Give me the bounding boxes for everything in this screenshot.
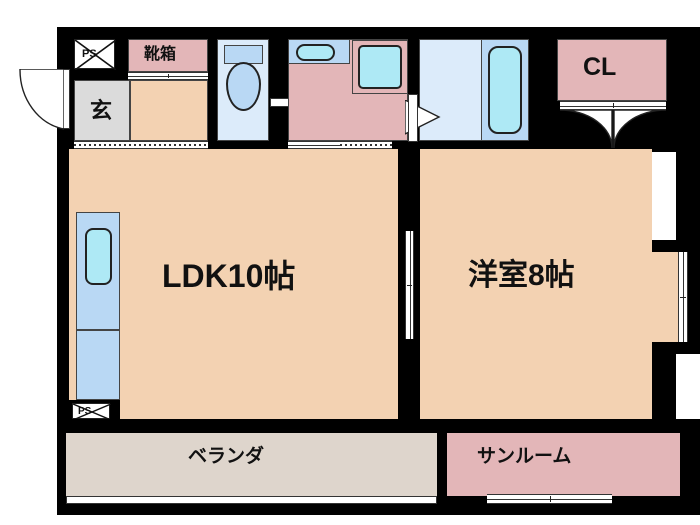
veranda-railing [66, 496, 437, 504]
wash-basin [296, 44, 335, 61]
wall-left-door-jamb [57, 129, 69, 419]
shoe-cabinet-opening [128, 72, 208, 80]
closet-door-header[interactable] [560, 101, 666, 110]
bath-tub [488, 46, 522, 134]
shoe-cabinet [128, 39, 208, 72]
pipe-shaft-top-label: PS [82, 48, 97, 60]
veranda [66, 433, 437, 496]
toilet-bowl [226, 62, 261, 111]
veranda-label: ベランダ [188, 446, 265, 467]
closet [557, 39, 667, 101]
ps-cross-icon [75, 40, 116, 70]
pipe-shaft-top: PS [74, 39, 116, 70]
kitchen-lower-cabinet [76, 330, 120, 400]
bay-window[interactable] [678, 252, 688, 342]
living-dining-kitchen [69, 149, 398, 419]
sun-room-label: サンルーム [477, 446, 572, 467]
closet-label: CL [583, 53, 617, 81]
wall-right-alcove-outer [688, 240, 700, 354]
toilet-door-leaf[interactable] [270, 98, 290, 107]
entrance-door-swing [10, 69, 64, 130]
bath-door-jamb [408, 94, 418, 142]
powder-room-sill [340, 141, 392, 149]
western-room [420, 149, 652, 419]
living-dining-kitchen-label: LDK10帖 [162, 258, 296, 294]
western-room-label: 洋室8帖 [468, 259, 575, 292]
washing-machine [358, 45, 402, 89]
closet-door-swing-left[interactable] [560, 110, 613, 149]
ldk-bedroom-sliding-door[interactable] [405, 231, 414, 339]
sunroom-outer-window[interactable] [487, 494, 612, 504]
sun-room [447, 433, 680, 496]
entrance-label: 玄 [90, 98, 113, 123]
pipe-shaft-bottom-label: PS [78, 406, 92, 417]
closet-door-swing-right[interactable] [613, 110, 666, 149]
entrance-hall-floor [130, 80, 208, 141]
pipe-shaft-bottom: PS [72, 403, 111, 420]
shoe-cabinet-label: 靴箱 [144, 46, 177, 63]
kitchen-sink [85, 228, 112, 285]
ps-cross-icon-bottom [73, 404, 111, 420]
entrance-threshold [74, 141, 208, 149]
entrance-tile [74, 80, 130, 141]
